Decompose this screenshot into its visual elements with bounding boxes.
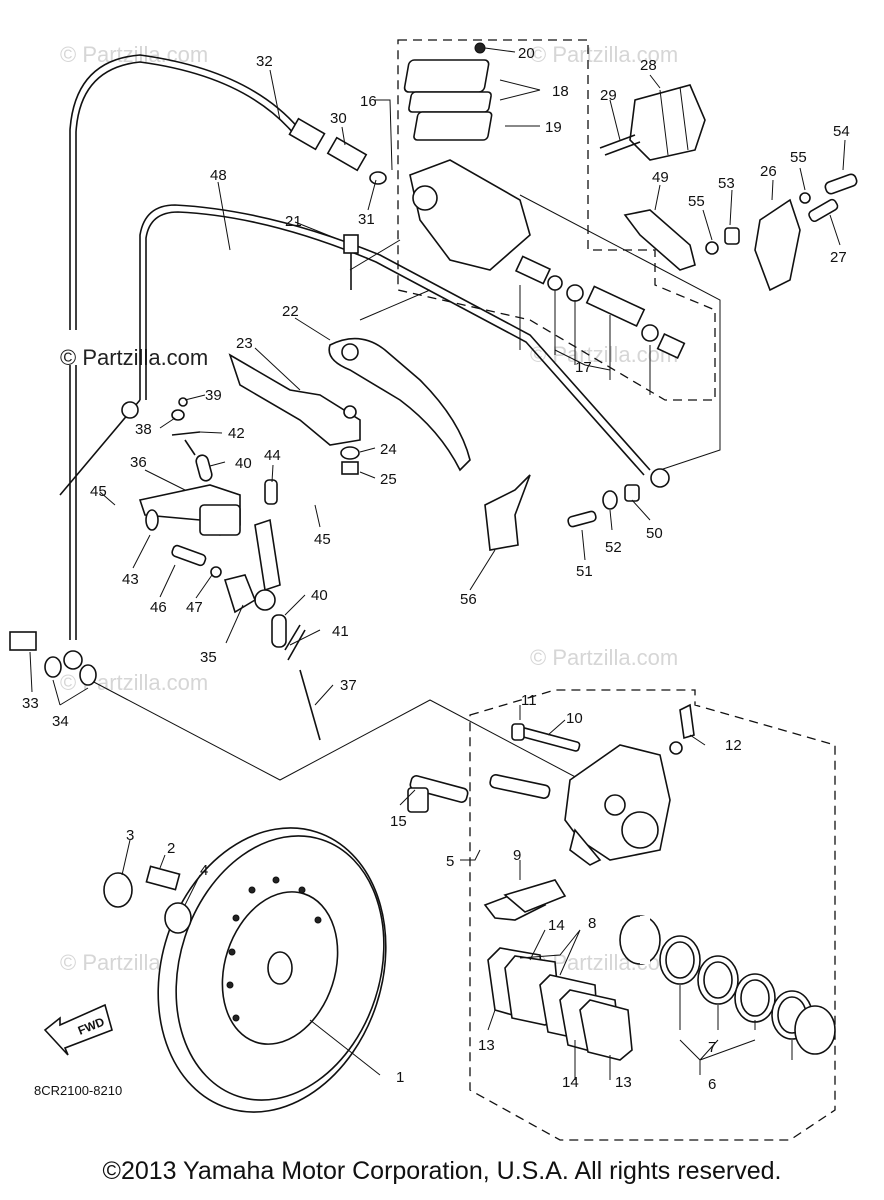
diagram-code: 8CR2100-8210 (34, 1083, 123, 1098)
callout-49: 49 (652, 169, 669, 186)
callout-46: 46 (150, 599, 167, 616)
callout-29: 29 (600, 87, 617, 104)
callout-39: 39 (205, 387, 222, 404)
linkage-36 (138, 397, 321, 741)
callout-28: 28 (640, 57, 657, 74)
callout-37: 37 (340, 677, 357, 694)
callout-24: 24 (380, 441, 397, 458)
brake-pedal-22 (228, 234, 471, 475)
callout-36: 36 (130, 454, 147, 471)
callout-17: 17 (575, 359, 592, 376)
callout-14b: 14 (562, 1074, 579, 1091)
callout-9: 9 (513, 847, 521, 864)
callout-34: 34 (52, 713, 69, 730)
piston-kit-17 (514, 255, 686, 395)
callout-8: 8 (588, 915, 596, 932)
caliper-pistons-6 (619, 915, 836, 1060)
master-cylinder-group-box (397, 39, 716, 401)
callout-27: 27 (830, 249, 847, 266)
callout-45b: 45 (314, 531, 331, 548)
callout-40b: 40 (311, 587, 328, 604)
callout-33: 33 (22, 695, 39, 712)
callout-22: 22 (282, 303, 299, 320)
callout-2: 2 (167, 840, 175, 857)
callout-18: 18 (552, 83, 569, 100)
callout-20: 20 (518, 45, 535, 62)
callout-35: 35 (200, 649, 217, 666)
callout-labels: 1 2 3 4 5 6 7 8 9 10 11 12 13 13 14 14 1… (22, 45, 850, 1093)
callout-56: 56 (460, 591, 477, 608)
callout-10: 10 (566, 710, 583, 727)
callout-53: 53 (718, 175, 735, 192)
callout-19: 19 (545, 119, 562, 136)
callout-26: 26 (760, 163, 777, 180)
callout-4: 4 (200, 862, 208, 879)
callout-52: 52 (605, 539, 622, 556)
callout-7: 7 (708, 1039, 716, 1056)
callout-45: 45 (90, 483, 107, 500)
callout-1: 1 (396, 1069, 404, 1086)
fwd-arrow-icon: FWD (43, 1003, 113, 1056)
callout-23: 23 (236, 335, 253, 352)
callout-14: 14 (548, 917, 565, 934)
brake-disc-1 (103, 827, 387, 1113)
callout-54: 54 (833, 123, 850, 140)
caliper-5 (407, 703, 695, 866)
callout-55: 55 (688, 193, 705, 210)
callout-3: 3 (126, 827, 134, 844)
callout-5: 5 (446, 853, 454, 870)
watermark: © Partzilla.com (530, 42, 678, 67)
callout-31: 31 (358, 211, 375, 228)
callout-40: 40 (235, 455, 252, 472)
group-boxes (397, 39, 836, 1141)
misc-parts (484, 474, 640, 551)
connection-lines (89, 194, 721, 791)
callout-16: 16 (360, 93, 377, 110)
watermark-dark: © Partzilla.com (60, 345, 208, 370)
brake-hose-32 (9, 54, 368, 686)
callout-47: 47 (186, 599, 203, 616)
caliper-group-box (469, 689, 836, 1141)
callout-21: 21 (285, 213, 302, 230)
copyright-notice: ©2013 Yamaha Motor Corporation, U.S.A. A… (102, 1157, 782, 1185)
callout-12: 12 (725, 737, 742, 754)
callout-15: 15 (390, 813, 407, 830)
callout-51: 51 (576, 563, 593, 580)
callout-42: 42 (228, 425, 245, 442)
reservoir-28 (599, 84, 706, 161)
callout-25: 25 (380, 471, 397, 488)
callout-41: 41 (332, 623, 349, 640)
callout-50: 50 (646, 525, 663, 542)
bracket-26 (623, 173, 858, 292)
master-cylinder-16 (369, 42, 531, 271)
callout-43: 43 (122, 571, 139, 588)
watermark: © Partzilla.com (530, 342, 678, 367)
callout-6: 6 (708, 1076, 716, 1093)
callout-13b: 13 (615, 1074, 632, 1091)
callout-leaders (29, 47, 846, 1080)
callout-30: 30 (330, 110, 347, 127)
callout-13: 13 (478, 1037, 495, 1054)
callout-32: 32 (256, 53, 273, 70)
watermark: © Partzilla.com (530, 645, 678, 670)
callout-48: 48 (210, 167, 227, 184)
callout-44: 44 (264, 447, 281, 464)
callout-38: 38 (135, 421, 152, 438)
callout-11: 11 (521, 692, 537, 709)
callout-55b: 55 (790, 149, 807, 166)
